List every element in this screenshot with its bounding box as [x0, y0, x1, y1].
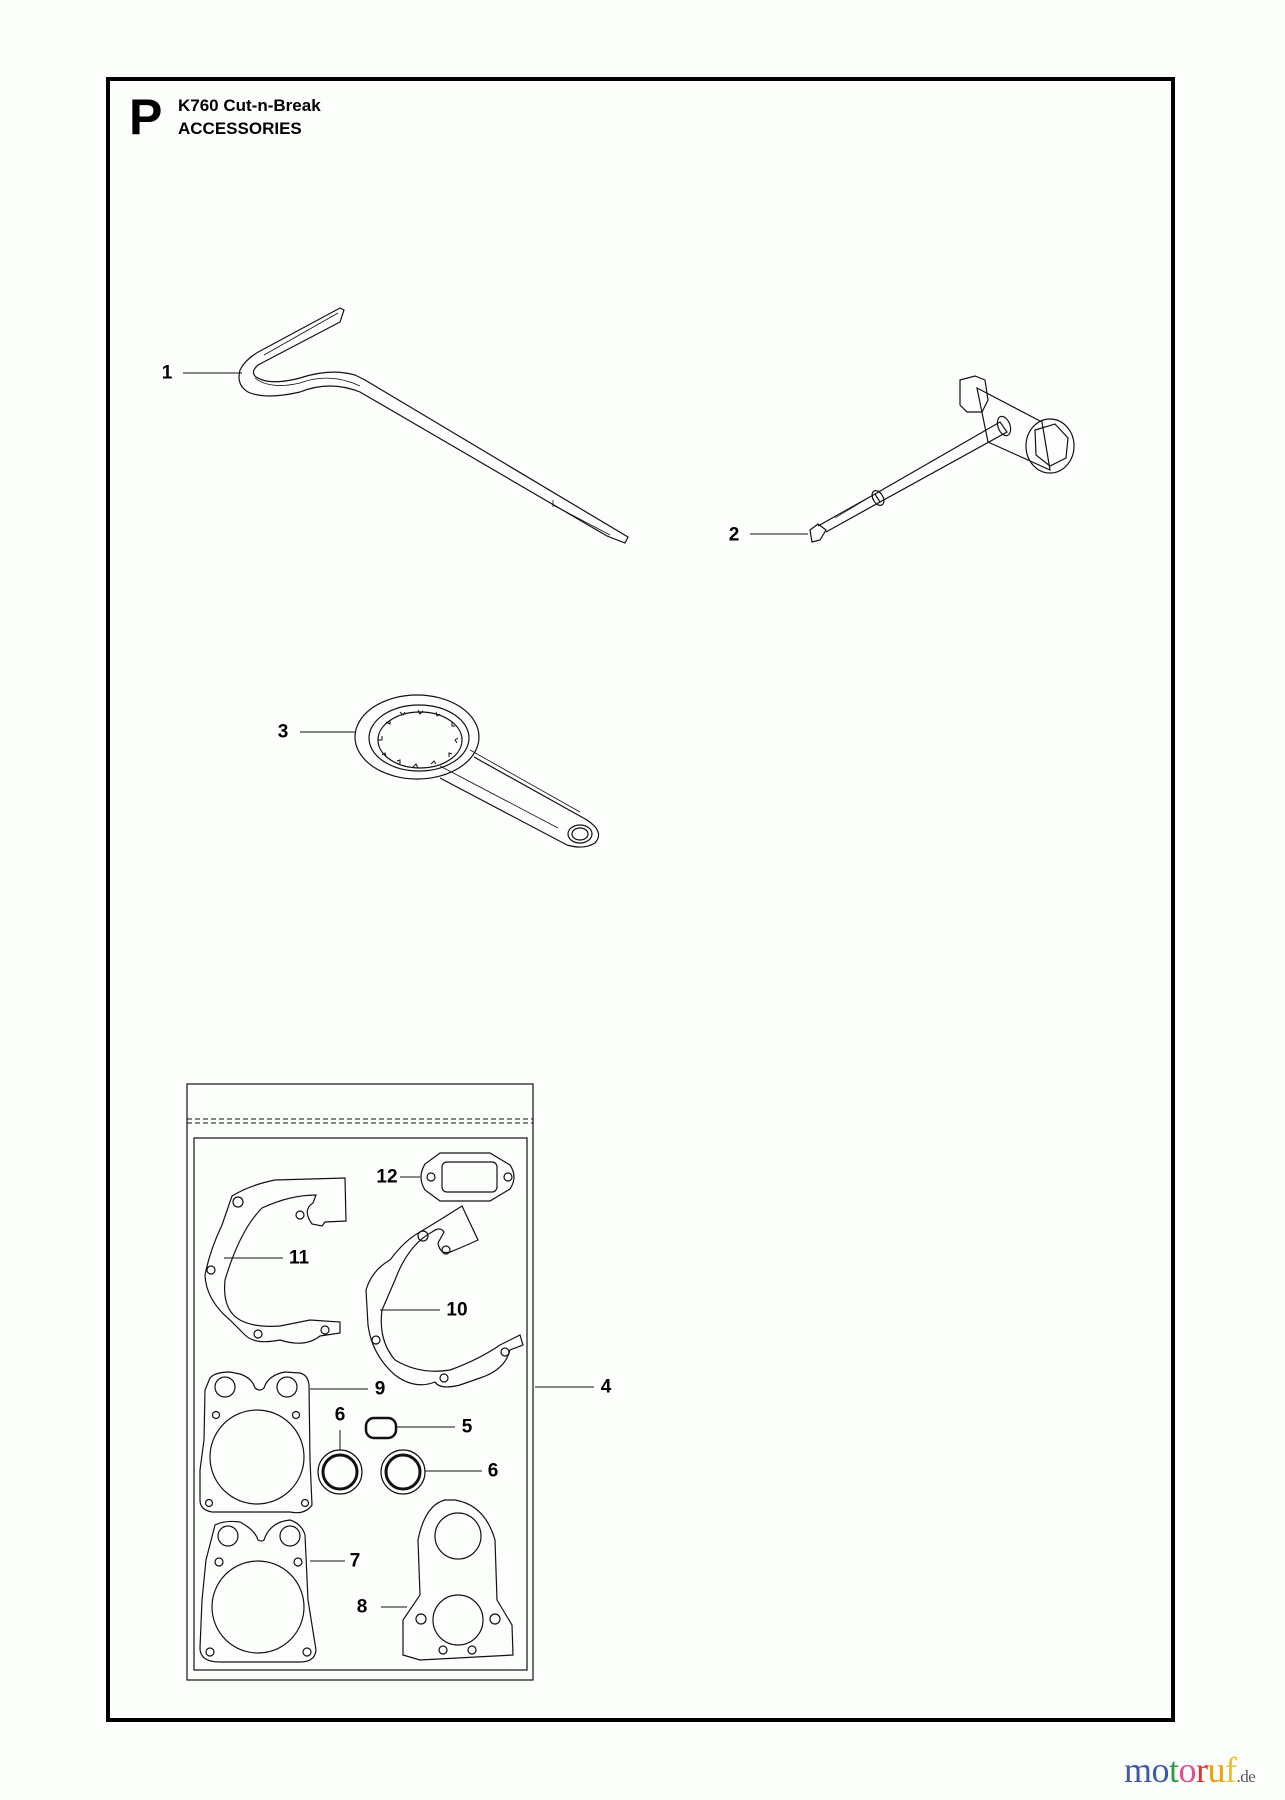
section-letter: P [129, 89, 163, 145]
logo-letter: t [1169, 1750, 1179, 1790]
t-wrench-drawing [750, 375, 1075, 543]
section-name: ACCESSORIES [178, 119, 302, 138]
callout-3: 3 [277, 721, 289, 743]
callout-7: 7 [349, 1550, 361, 1572]
logo-letter: o [1151, 1750, 1170, 1790]
hook-tool-drawing [183, 307, 629, 544]
callout-10: 10 [446, 1299, 468, 1321]
gasket-bag-drawing [186, 1083, 594, 1681]
page-title: K760 Cut-n-Break ACCESSORIES [178, 94, 321, 140]
model-name: K760 Cut-n-Break [178, 96, 321, 115]
page-border [106, 77, 1175, 1722]
callout-9: 9 [374, 1378, 386, 1400]
callout-5: 5 [461, 1416, 473, 1438]
callout-1: 1 [161, 362, 173, 384]
callout-2: 2 [728, 524, 740, 546]
callout-12: 12 [376, 1166, 398, 1188]
callout-6a: 6 [334, 1404, 346, 1426]
logo-letter: r [1196, 1750, 1208, 1790]
spanner-drawing [300, 694, 600, 848]
callout-11: 11 [288, 1247, 310, 1269]
callout-4: 4 [600, 1376, 612, 1398]
callout-6b: 6 [487, 1460, 499, 1482]
logo-letter: m [1124, 1750, 1152, 1790]
logo-letter: u [1207, 1750, 1226, 1790]
logo-letter: o [1178, 1750, 1197, 1790]
motoruf-logo: motoruf.de [1124, 1750, 1256, 1790]
logo-letter: f [1225, 1750, 1237, 1790]
logo-tld: .de [1236, 1767, 1256, 1786]
callout-8: 8 [356, 1596, 368, 1618]
